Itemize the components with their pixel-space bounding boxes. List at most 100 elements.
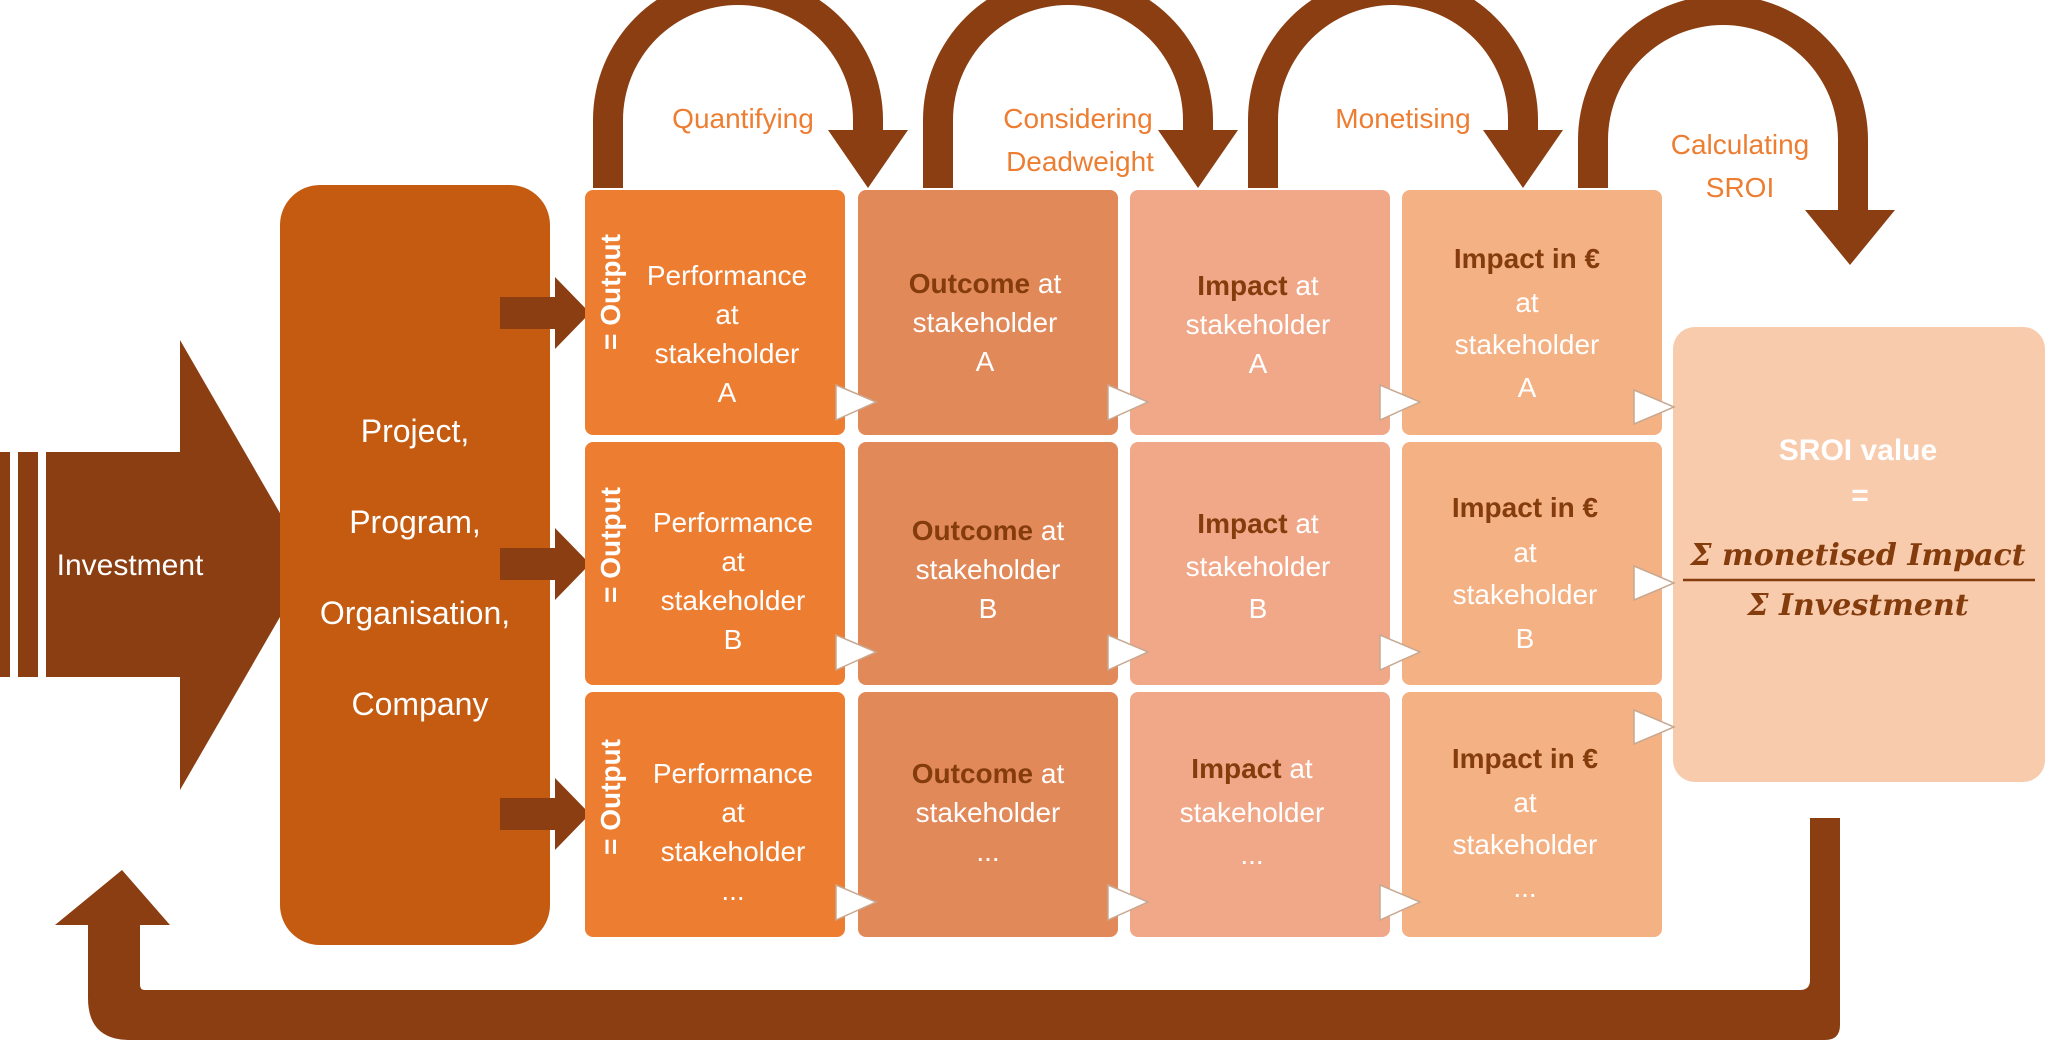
sroi-box: SROI value = Σ monetised Impact Σ Invest… (1673, 327, 2045, 782)
column-output: = Output = Output = Output Performance a… (585, 190, 845, 937)
cell-impact-c-rest: at (1282, 753, 1313, 784)
step-label-calculating: Calculating (1671, 129, 1810, 160)
cell-monetised-a-line2: at (1515, 287, 1539, 318)
svg-text:Outcome at: Outcome at (909, 268, 1062, 299)
cell-impact-a-line2: stakeholder (1186, 309, 1331, 340)
cell-outcome-b-line3: B (979, 593, 998, 624)
column-monetised: Impact in € at stakeholder A Impact in €… (1402, 190, 1662, 937)
cell-output-b-line3: stakeholder (661, 585, 806, 616)
cell-monetised-c-bold: Impact in € (1452, 743, 1599, 774)
cell-monetised-b-bold: Impact in € (1452, 492, 1599, 523)
column-outcome: Outcome at stakeholder A Outcome at stak… (858, 190, 1118, 937)
step-arrow-monetising (1248, 0, 1563, 188)
step-label-quantifying: Quantifying (672, 103, 814, 134)
cell-impact-b-bold: Impact (1197, 508, 1287, 539)
cell-output-b-line4: B (724, 624, 743, 655)
step-arrows (593, 0, 1895, 265)
cell-impact-c-line2: stakeholder (1180, 797, 1325, 828)
cell-outcome-c-line2: stakeholder (916, 797, 1061, 828)
cell-outcome-a-line2: stakeholder (913, 307, 1058, 338)
project-output-arrows (500, 277, 590, 850)
cell-outcome-a-bold: Outcome (909, 268, 1030, 299)
cell-impact-a-bold: Impact (1197, 270, 1287, 301)
cell-output-a-line3: stakeholder (655, 338, 800, 369)
cell-output-c-line2: at (721, 797, 745, 828)
cell-output-a-line2: at (715, 299, 739, 330)
cell-outcome-c-rest: at (1033, 758, 1064, 789)
cell-monetised-c (1402, 692, 1662, 937)
project-line-2: Program, (349, 504, 481, 540)
cell-monetised-b (1402, 442, 1662, 685)
svg-text:Impact at: Impact at (1197, 508, 1319, 539)
investment-arrow: Investment (0, 340, 310, 790)
cell-monetised-c-line3: stakeholder (1453, 829, 1598, 860)
cell-output-c (585, 692, 845, 937)
cell-outcome-a-rest: at (1030, 268, 1061, 299)
step-arrow-deadweight (923, 0, 1238, 188)
project-line-1: Project, (361, 413, 469, 449)
cell-impact-b-line3: B (1249, 593, 1268, 624)
flow-markers (835, 383, 1676, 922)
cell-output-c-line1: Performance (653, 758, 813, 789)
cell-monetised-c-line2: at (1513, 787, 1537, 818)
cell-outcome-b (858, 442, 1118, 685)
cell-monetised-a-line4: A (1518, 372, 1537, 403)
step-label-deadweight: Deadweight (1006, 146, 1154, 177)
cell-impact-b-rest: at (1288, 508, 1319, 539)
sroi-equals: = (1851, 479, 1869, 512)
step-label-sroi: SROI (1706, 172, 1774, 203)
step-labels: Quantifying Considering Deadweight Monet… (672, 103, 1809, 203)
output-label-a: = Output (595, 234, 626, 350)
cell-output-a (585, 190, 845, 435)
column-impact: Impact at stakeholder A Impact at stakeh… (1130, 190, 1390, 937)
cell-outcome-b-bold: Outcome (912, 515, 1033, 546)
cell-impact-c (1130, 692, 1390, 937)
cell-impact-a (1130, 190, 1390, 435)
project-line-3: Organisation, (320, 595, 510, 631)
cell-output-a-line1: Performance (647, 260, 807, 291)
cell-outcome-c-bold: Outcome (912, 758, 1033, 789)
sroi-denominator: Σ Investment (1746, 588, 1968, 623)
cell-monetised-b-line2: at (1513, 537, 1537, 568)
cell-outcome-a (858, 190, 1118, 435)
step-arrow-quantifying (593, 0, 908, 188)
step-arrow-calculating (1578, 0, 1895, 265)
cell-output-b-line2: at (721, 546, 745, 577)
cell-impact-a-line3: A (1249, 348, 1268, 379)
project-line-4: Company (352, 686, 489, 722)
cell-monetised-a-bold: Impact in € (1454, 243, 1601, 274)
cell-impact-b-line2: stakeholder (1186, 551, 1331, 582)
cell-output-b-line1: Performance (653, 507, 813, 538)
cell-output-b (585, 442, 845, 685)
output-label-b: = Output (595, 487, 626, 603)
project-box: Project, Program, Organisation, Company (280, 185, 550, 945)
svg-text:Impact at: Impact at (1197, 270, 1319, 301)
sroi-numerator: Σ monetised Impact (1689, 538, 2025, 573)
svg-text:Outcome at: Outcome at (912, 515, 1065, 546)
output-label-c: = Output (595, 739, 626, 855)
cell-impact-c-line3: ... (1240, 839, 1263, 870)
cell-monetised-b-line4: B (1516, 623, 1535, 654)
cell-impact-b (1130, 442, 1390, 685)
cell-monetised-b-line3: stakeholder (1453, 579, 1598, 610)
cell-impact-a-rest: at (1288, 270, 1319, 301)
cell-outcome-b-rest: at (1033, 515, 1064, 546)
svg-text:Impact at: Impact at (1191, 753, 1313, 784)
cell-monetised-a (1402, 190, 1662, 435)
cell-impact-c-bold: Impact (1191, 753, 1281, 784)
cell-output-a-line4: A (718, 377, 737, 408)
feedback-loop-arrow (55, 818, 1840, 1040)
cell-monetised-a-line3: stakeholder (1455, 329, 1600, 360)
cell-outcome-c (858, 692, 1118, 937)
cell-outcome-c-line3: ... (976, 836, 999, 867)
sroi-title: SROI value (1779, 434, 1937, 467)
step-label-monetising: Monetising (1335, 103, 1470, 134)
cell-outcome-b-line2: stakeholder (916, 554, 1061, 585)
cell-outcome-a-line3: A (976, 346, 995, 377)
investment-label: Investment (57, 549, 204, 582)
svg-text:Outcome at: Outcome at (912, 758, 1065, 789)
cell-monetised-c-line4: ... (1513, 872, 1536, 903)
cell-output-c-line3: stakeholder (661, 836, 806, 867)
cell-output-c-line4: ... (721, 875, 744, 906)
